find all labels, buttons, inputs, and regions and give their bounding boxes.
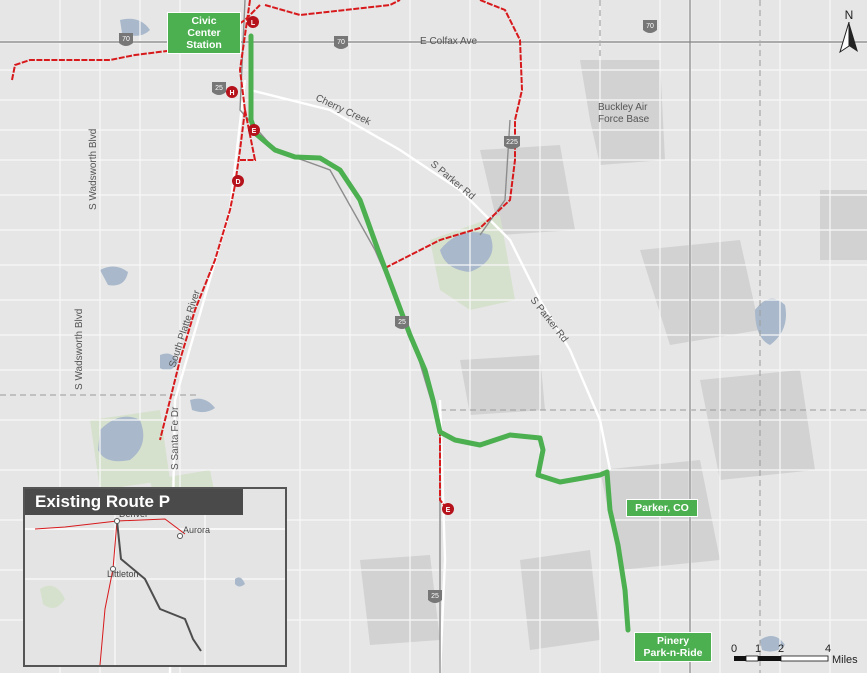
highway-shields: 70 70 70 25 225 25 25: [119, 20, 657, 603]
rail-marker-h: H: [226, 86, 238, 98]
pinery-park-n-ride-label: Pinery Park-n-Ride: [634, 632, 712, 662]
scale-tick-0: 0: [731, 643, 737, 655]
svg-text:E: E: [446, 507, 451, 514]
north-letter: N: [844, 8, 854, 22]
inset-map-graphic: Denver Aurora Littleton: [25, 489, 285, 665]
i25-shield-b: 25: [395, 316, 409, 329]
svg-text:H: H: [229, 90, 234, 97]
svg-text:L: L: [251, 20, 256, 27]
svg-text:70: 70: [122, 36, 130, 43]
colfax-label: E Colfax Ave: [420, 36, 478, 47]
rail-marker-e1: E: [248, 124, 260, 136]
civic-center-station-label: Civic Center Station: [167, 12, 241, 54]
inset-littleton-label: Littleton: [107, 569, 139, 579]
santa-fe-label: S Santa Fe Dr: [170, 406, 181, 470]
inset-aurora-label: Aurora: [183, 525, 210, 535]
north-arrow-icon: [839, 21, 858, 54]
svg-text:225: 225: [506, 139, 518, 146]
route-p-line: [248, 33, 631, 633]
buckley-label-line2: Force Base: [598, 114, 650, 125]
wadsworth-label-2: S Wadsworth Blvd: [74, 309, 85, 390]
scale-tick-2: 2: [778, 643, 784, 655]
north-arrow: N: [838, 8, 860, 58]
i70-shield-a: 70: [119, 33, 133, 46]
svg-text:70: 70: [646, 23, 654, 30]
inset-map: Denver Aurora Littleton Existing Route P: [23, 487, 287, 667]
rail-marker-d: D: [232, 175, 244, 187]
i225-shield: 225: [504, 136, 520, 149]
scale-bar: 0 1 2 4 Miles: [731, 643, 858, 666]
scale-tick-1: 1: [755, 643, 761, 655]
rail-marker-e2: E: [442, 503, 454, 515]
buckley-label-line1: Buckley Air: [598, 102, 648, 113]
i70-shield-c: 70: [643, 20, 657, 33]
water-bodies: [98, 18, 786, 652]
svg-text:D: D: [235, 179, 240, 186]
rail-markers: L H E D E: [226, 16, 454, 515]
svg-text:25: 25: [215, 85, 223, 92]
i70-shield-b: 70: [334, 36, 348, 49]
svg-text:25: 25: [398, 319, 406, 326]
svg-text:25: 25: [431, 593, 439, 600]
scale-tick-4: 4: [825, 643, 831, 655]
inset-title: Existing Route P: [25, 489, 243, 515]
wadsworth-label-1: S Wadsworth Blvd: [88, 129, 99, 210]
i25-shield-a: 25: [212, 82, 226, 95]
i25-shield-c: 25: [428, 590, 442, 603]
rail-marker-l: L: [247, 16, 259, 28]
svg-text:E: E: [252, 128, 257, 135]
svg-text:70: 70: [337, 39, 345, 46]
parker-co-label: Parker, CO: [626, 499, 698, 517]
scale-unit: Miles: [832, 654, 858, 666]
